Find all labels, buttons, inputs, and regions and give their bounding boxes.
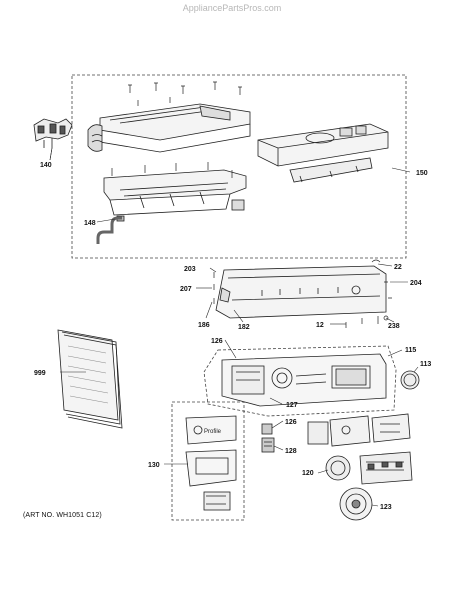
callout-123: 123	[380, 504, 392, 511]
callout-22: 22	[394, 264, 402, 271]
callout-126-lower: 126	[285, 419, 297, 426]
part-140-drawing	[33, 118, 73, 161]
callout-203: 203	[184, 266, 196, 273]
control-board-lower	[359, 451, 413, 485]
part-999-booklet	[57, 329, 123, 429]
callout-130: 130	[148, 462, 160, 469]
callout-labels: 140 150 148 203 22 207 204 186 182 12 23…	[34, 162, 431, 511]
part-113-knob	[400, 370, 420, 390]
callout-128: 128	[285, 448, 297, 455]
control-console-frame	[215, 265, 387, 319]
callout-126-top: 126	[211, 338, 223, 345]
part-130-trim-bottom	[185, 449, 237, 511]
callout-182: 182	[238, 324, 250, 331]
part-130-trim-top	[185, 415, 237, 445]
dispenser-upper-tray	[87, 103, 251, 153]
hose-elbow	[96, 216, 122, 244]
part-120-ring	[325, 455, 351, 481]
callout-140: 140	[40, 162, 52, 169]
brand-wordmark: Profile	[204, 429, 222, 435]
art-number: (ART NO. WH1051 C12)	[23, 512, 102, 519]
dispenser-group-box	[71, 74, 407, 259]
callout-120: 120	[302, 470, 314, 477]
trim-group-box	[171, 401, 245, 521]
callout-186: 186	[198, 322, 210, 329]
housing-screws	[111, 162, 233, 178]
console-small-parts	[213, 259, 392, 328]
tray-screws	[128, 81, 242, 106]
dispenser-lower-housing	[103, 169, 247, 216]
part-128-board	[261, 437, 275, 453]
callout-207: 207	[180, 286, 192, 293]
part-123-dial	[339, 487, 373, 521]
callout-148: 148	[84, 220, 96, 227]
leader-lines	[49, 147, 419, 507]
callout-999: 999	[34, 370, 46, 377]
watermark: AppliancePartsPros.com	[182, 3, 282, 13]
callout-238: 238	[388, 323, 400, 330]
control-board-upper	[307, 413, 411, 447]
control-panel-drawing	[221, 353, 387, 407]
callout-150: 150	[416, 170, 428, 177]
part-150-drawing	[257, 123, 389, 183]
callout-127: 127	[286, 402, 298, 409]
callout-12: 12	[316, 322, 324, 329]
part-126-board	[261, 423, 273, 435]
callout-113: 113	[420, 361, 431, 368]
callout-115: 115	[405, 347, 416, 354]
callout-204: 204	[410, 280, 422, 287]
